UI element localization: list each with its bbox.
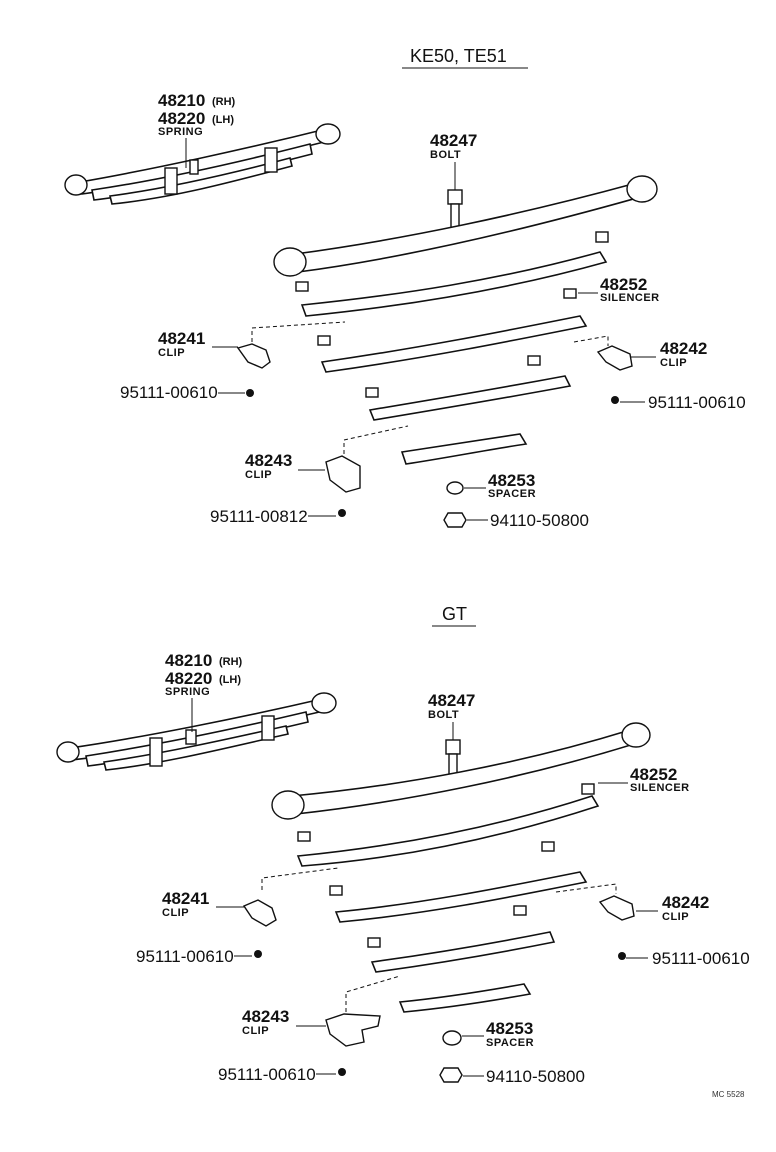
silencer-pad: [595, 231, 609, 243]
spring-rh-part-number: 48210: [158, 91, 205, 110]
spring-rh-suffix: (RH): [212, 96, 236, 108]
nut-part: [443, 512, 467, 528]
silencer-part-number: 48252: [630, 765, 677, 784]
clip-right-name: CLIP: [660, 357, 687, 369]
spring-name: SPRING: [158, 126, 203, 138]
screw-right-part-number: 95111-00610: [648, 393, 746, 412]
clip-lower-part-number: 48243: [242, 1007, 289, 1026]
fourth-leaf: [370, 931, 556, 973]
spring-lh-suffix: (LH): [212, 114, 234, 126]
main-leaf: [273, 175, 658, 277]
clip-left-name: CLIP: [158, 347, 185, 359]
spacer-part-number: 48253: [488, 471, 535, 490]
bolt-part-number: 48247: [430, 131, 477, 150]
screw-lower-part-number: 95111-00610: [218, 1065, 316, 1084]
clip-right-name: CLIP: [662, 911, 689, 923]
spring-name: SPRING: [165, 686, 210, 698]
silencer-name: SILENCER: [630, 782, 690, 794]
clip-right-part-number: 48242: [662, 893, 709, 912]
screw-lower-part: [338, 509, 346, 517]
clip-right-part: [596, 345, 633, 371]
assembled-spring-illustration: [56, 692, 337, 771]
spacer-part-number: 48253: [486, 1019, 533, 1038]
second-leaf: [300, 251, 608, 317]
clip-right-part: [598, 895, 635, 921]
silencer-pad: [581, 783, 595, 795]
assembled-spring-illustration: [64, 123, 341, 205]
screw-left-part: [254, 950, 262, 958]
section-ke50-te51: KE50, TE51 48210 (RH) 48220 (LH) SPRING …: [64, 46, 746, 530]
screw-lower-part: [338, 1068, 346, 1076]
clip-left-part-number: 48241: [162, 889, 209, 908]
screw-right-part: [611, 396, 619, 404]
bolt-name: BOLT: [428, 709, 459, 721]
screw-right-part: [618, 952, 626, 960]
spacer-name: SPACER: [488, 488, 536, 500]
spacer-part: [446, 481, 464, 495]
third-leaf: [320, 315, 588, 373]
silencer-name: SILENCER: [600, 292, 660, 304]
section-title: KE50, TE51: [410, 46, 507, 66]
clip-lower-part: [325, 1013, 381, 1047]
clip-lower-part-number: 48243: [245, 451, 292, 470]
clip-lower-name: CLIP: [242, 1025, 269, 1037]
clip-left-part-number: 48241: [158, 329, 205, 348]
second-leaf: [296, 795, 600, 867]
screw-left-part-number: 95111-00610: [120, 383, 218, 402]
clip-lower-part: [325, 455, 361, 493]
screw-left-part-number: 95111-00610: [136, 947, 234, 966]
nut-part-number: 94110-50800: [486, 1067, 585, 1086]
fourth-leaf: [368, 375, 572, 421]
nut-part: [439, 1067, 463, 1083]
spring-rh-part-number: 48210: [165, 651, 212, 670]
spacer-part: [442, 1030, 462, 1046]
main-leaf: [271, 722, 651, 820]
section-gt: GT 48210 (RH) 48220 (LH) SPRING 48247 BO…: [56, 604, 750, 1086]
bolt-name: BOLT: [430, 149, 461, 161]
bolt-part-number: 48247: [428, 691, 475, 710]
screw-lower-part-number: 95111-00812: [210, 507, 308, 526]
spring-lh-suffix: (LH): [219, 674, 241, 686]
spacer-name: SPACER: [486, 1037, 534, 1049]
spring-rh-suffix: (RH): [219, 656, 243, 668]
clip-right-part-number: 48242: [660, 339, 707, 358]
third-leaf: [334, 871, 588, 923]
fifth-leaf: [400, 433, 528, 465]
section-title: GT: [442, 604, 467, 624]
clip-lower-name: CLIP: [245, 469, 272, 481]
screw-left-part: [246, 389, 254, 397]
silencer-part-number: 48252: [600, 275, 647, 294]
clip-left-part: [236, 343, 271, 369]
fifth-leaf: [398, 983, 532, 1013]
nut-part-number: 94110-50800: [490, 511, 589, 530]
clip-left-part: [242, 899, 277, 927]
figure-code: MC 5528: [712, 1090, 745, 1099]
screw-right-part-number: 95111-00610: [652, 949, 750, 968]
clip-left-name: CLIP: [162, 907, 189, 919]
spring-lh-part-number: 48220: [165, 669, 212, 688]
spring-lh-part-number: 48220: [158, 109, 205, 128]
